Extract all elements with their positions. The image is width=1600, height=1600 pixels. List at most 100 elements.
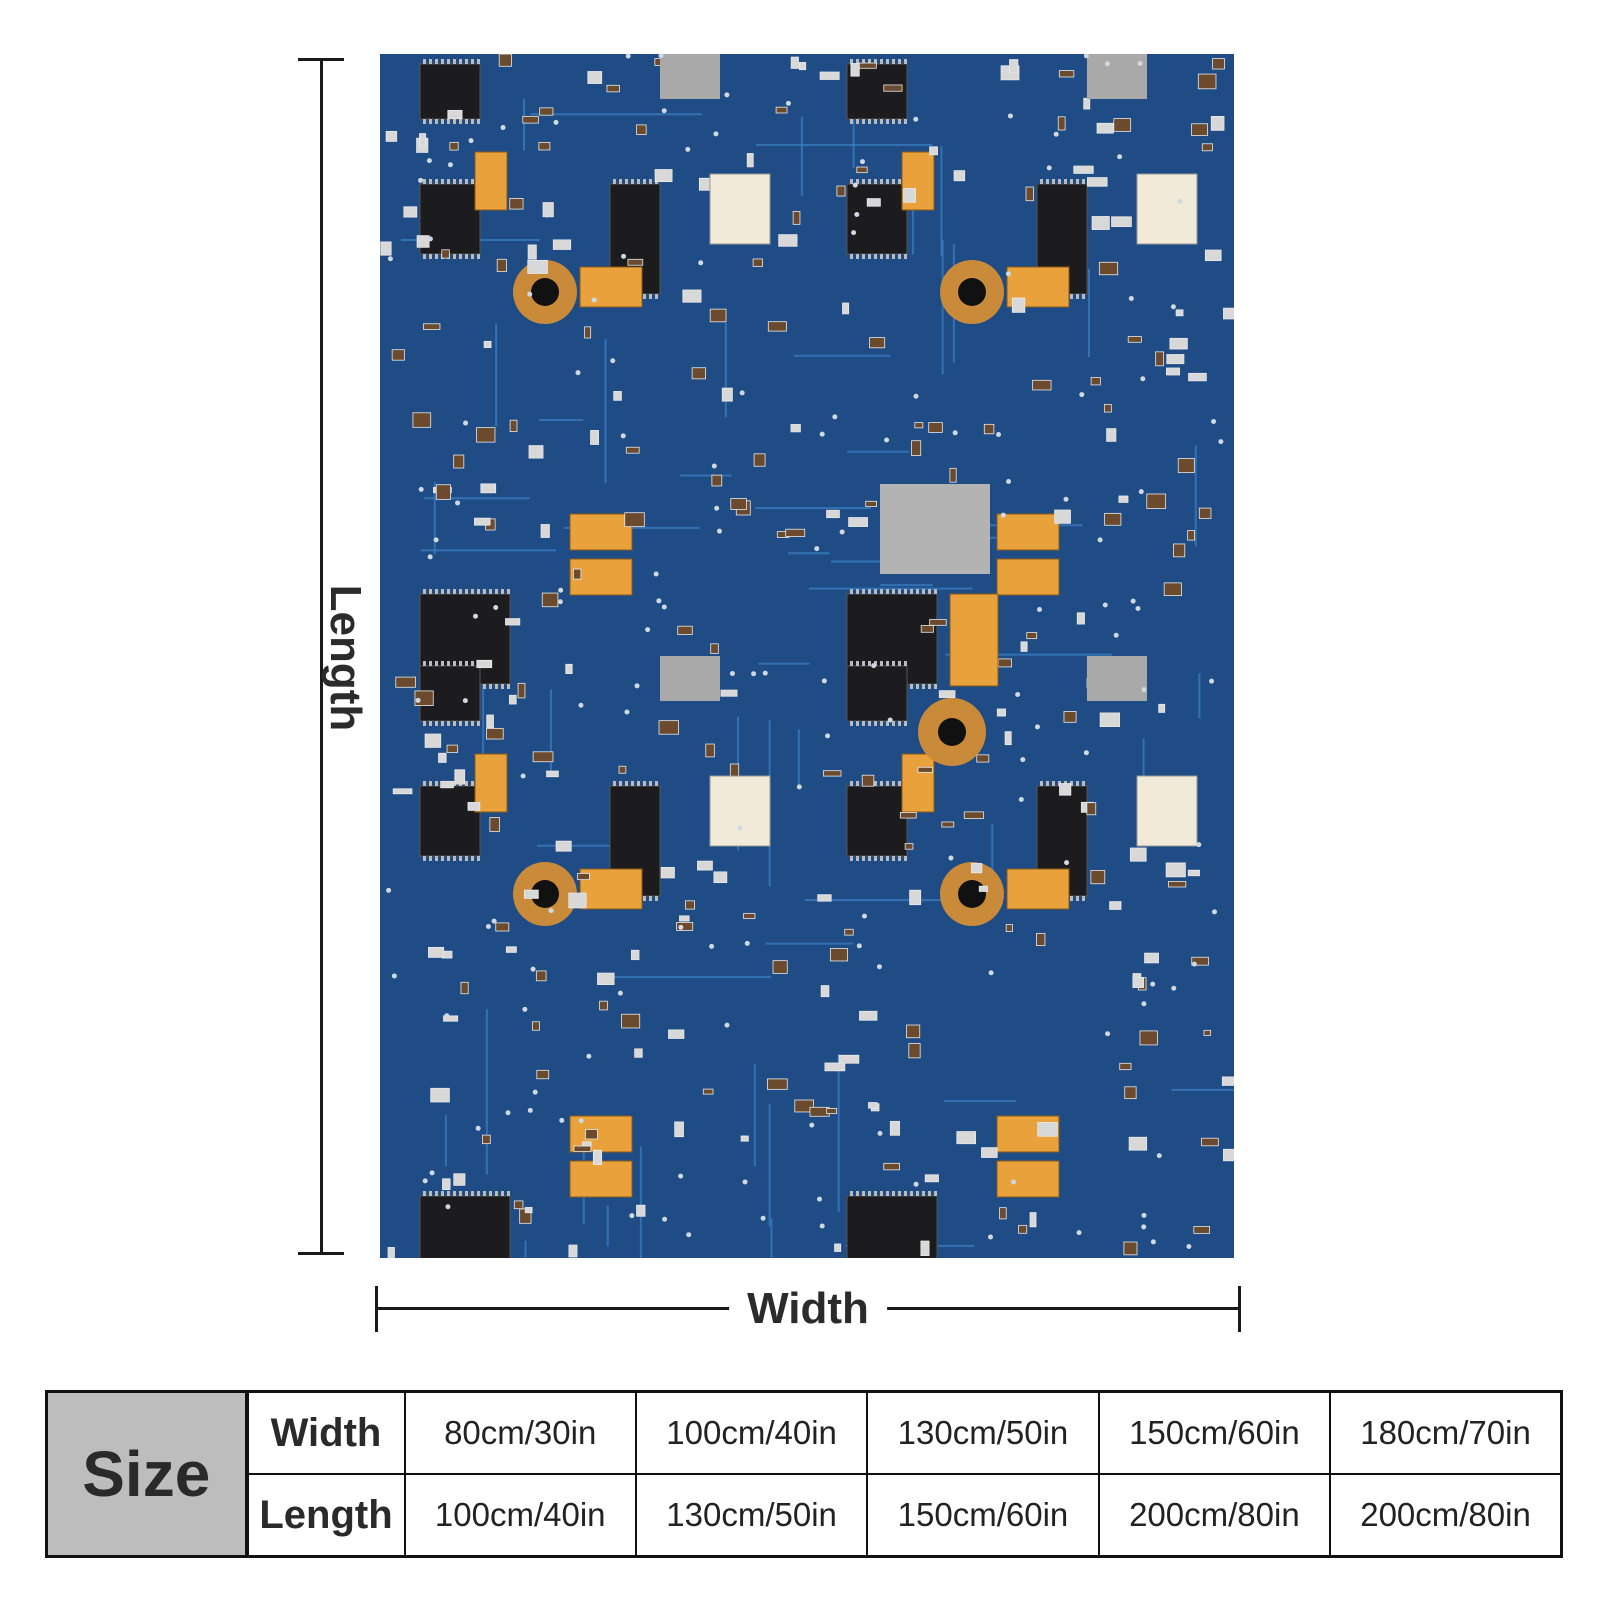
smd-component xyxy=(447,109,463,120)
chip-pin xyxy=(447,589,450,594)
chip-pin xyxy=(441,179,444,184)
chip-pin xyxy=(904,721,907,726)
smd-component xyxy=(1109,901,1122,910)
chip-pin xyxy=(922,684,925,689)
via xyxy=(744,940,750,946)
via xyxy=(418,177,424,183)
smd-component xyxy=(1204,249,1222,262)
smd-component xyxy=(1090,377,1101,386)
smd-component xyxy=(585,1129,598,1140)
smd-component xyxy=(767,1078,788,1090)
smd-component xyxy=(908,1043,921,1059)
via xyxy=(1141,687,1147,693)
chip-pin xyxy=(477,59,480,64)
via xyxy=(988,1234,994,1240)
smd-component xyxy=(746,153,754,168)
chip-pin xyxy=(625,781,628,786)
smd-component xyxy=(868,1102,878,1109)
via xyxy=(1150,1239,1156,1245)
mount-hole xyxy=(938,718,966,746)
via xyxy=(1079,392,1085,398)
smd-component xyxy=(660,866,675,879)
smd-component xyxy=(691,367,706,380)
via xyxy=(462,698,468,704)
chip-pin xyxy=(447,179,450,184)
via xyxy=(856,943,862,949)
chip-pin xyxy=(880,589,883,594)
smd-component xyxy=(790,56,799,69)
chip-pin xyxy=(868,856,871,861)
smd-component xyxy=(419,133,427,147)
chip-pin xyxy=(850,721,853,726)
length-guide-line xyxy=(320,58,323,1254)
size-header: Size xyxy=(45,1390,249,1558)
via xyxy=(1105,1031,1111,1037)
smd-component xyxy=(1212,58,1225,70)
chip-pin xyxy=(880,856,883,861)
smd-component xyxy=(682,289,702,303)
via xyxy=(656,598,662,604)
smd-component xyxy=(941,821,955,828)
via xyxy=(1156,1153,1162,1159)
via xyxy=(429,1170,435,1176)
via xyxy=(1135,606,1141,612)
chip-pin xyxy=(856,856,859,861)
via xyxy=(686,1232,692,1238)
chip-pin xyxy=(886,661,889,666)
chip-pin xyxy=(477,856,480,861)
smd-component xyxy=(505,618,521,626)
smd-component xyxy=(917,766,933,773)
chip-pin xyxy=(429,781,432,786)
smd-component xyxy=(438,752,447,763)
smd-component xyxy=(920,1240,930,1257)
smd-component xyxy=(654,169,673,183)
via xyxy=(500,125,506,131)
via xyxy=(658,54,664,59)
smd-component xyxy=(1118,495,1129,503)
mount-hole xyxy=(531,880,559,908)
smd-component xyxy=(546,770,559,778)
via xyxy=(952,430,958,436)
via xyxy=(1140,376,1146,382)
via xyxy=(578,1118,584,1124)
chip-pin xyxy=(495,684,498,689)
chip-pin xyxy=(471,721,474,726)
chip-pin xyxy=(850,781,853,786)
smd-component xyxy=(599,1000,608,1011)
via xyxy=(825,733,831,739)
smd-component xyxy=(820,985,830,998)
chip-pin xyxy=(429,589,432,594)
chip-pin xyxy=(459,254,462,259)
chip-pin xyxy=(423,254,426,259)
smd-component xyxy=(509,419,518,432)
chip-pin xyxy=(1076,179,1079,184)
smd-component xyxy=(752,258,763,267)
via xyxy=(877,1130,883,1136)
chip-pin xyxy=(850,589,853,594)
chip-pin xyxy=(934,684,937,689)
tantalum-capacitor xyxy=(579,868,643,910)
via xyxy=(1218,439,1224,445)
length-value: 130cm/50in xyxy=(634,1473,869,1558)
smd-component xyxy=(1187,869,1200,877)
chip-pin xyxy=(441,589,444,594)
chip-pin xyxy=(489,1191,492,1196)
smd-component xyxy=(1223,307,1234,320)
via xyxy=(426,158,432,164)
via xyxy=(1128,296,1134,302)
via xyxy=(1150,981,1156,987)
via xyxy=(472,613,478,619)
via xyxy=(913,393,919,399)
smd-component xyxy=(1103,403,1112,413)
smd-component xyxy=(403,206,418,218)
via xyxy=(913,116,919,122)
via xyxy=(859,159,865,165)
tantalum-capacitor xyxy=(1006,868,1070,910)
smd-component xyxy=(495,922,510,932)
smd-component xyxy=(914,422,924,429)
chip-pin xyxy=(459,1191,462,1196)
via xyxy=(1034,724,1040,730)
via xyxy=(1005,271,1011,277)
chip-pin xyxy=(423,1191,426,1196)
heatsink-block xyxy=(880,484,990,574)
